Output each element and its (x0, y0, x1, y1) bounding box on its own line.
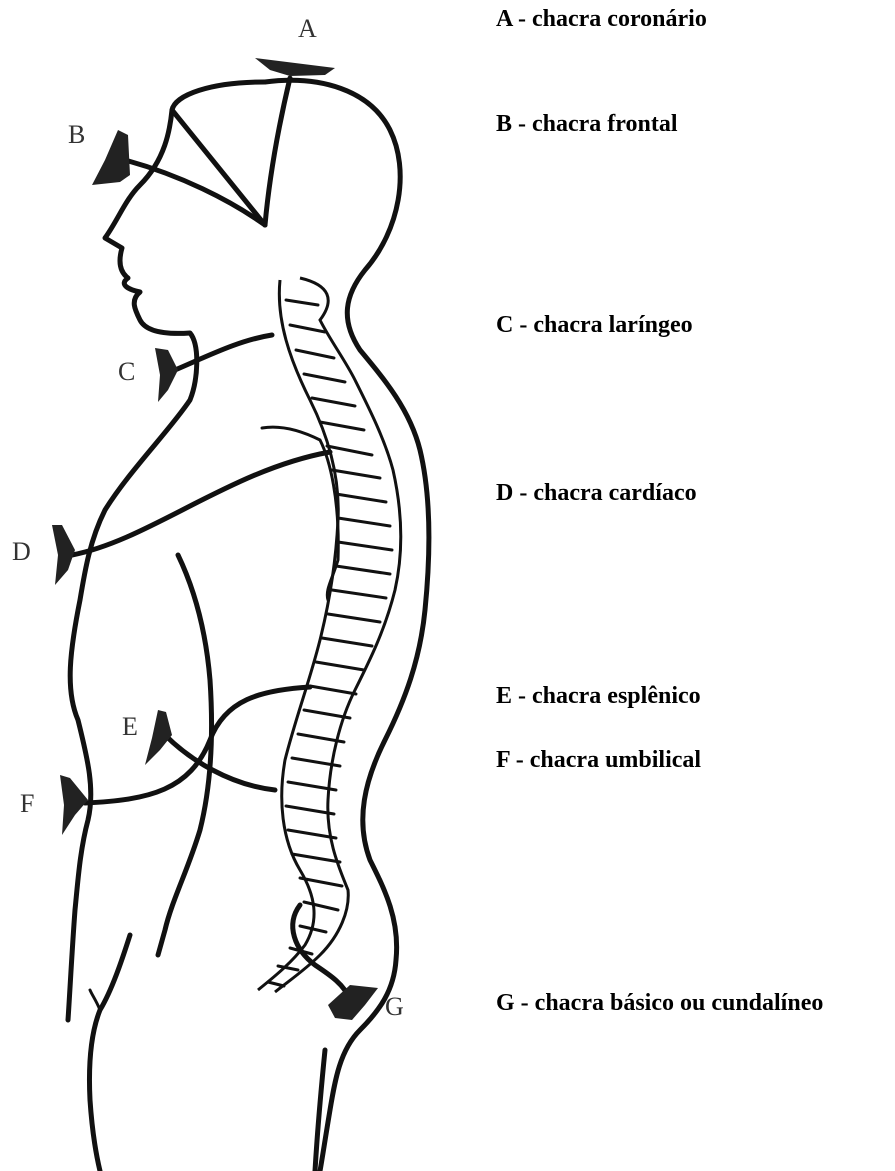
legend-item-e: E - chacra esplênico (496, 683, 701, 710)
legend-item-a: A - chacra coronário (496, 6, 707, 33)
marker-c: C (118, 357, 135, 386)
body-front-outline (68, 82, 265, 1020)
chakra-g-icon (328, 985, 378, 1020)
marker-b: B (68, 120, 85, 149)
line-b-head (172, 110, 265, 225)
legend-item-b: B - chacra frontal (496, 111, 678, 138)
legend-item-c: C - chacra laríngeo (496, 312, 693, 339)
line-f (85, 687, 310, 803)
leg-line (89, 935, 130, 1171)
chakra-e-icon (145, 710, 172, 765)
marker-a: A (298, 14, 317, 43)
marker-e: E (122, 712, 138, 741)
legend-item-d: D - chacra cardíaco (496, 480, 697, 507)
chakra-a-icon (255, 58, 335, 76)
legend-item-f: F - chacra umbilical (496, 747, 701, 774)
chakra-c-icon (155, 348, 178, 402)
marker-g: G (385, 992, 404, 1021)
line-c (175, 335, 272, 370)
line-a (265, 78, 290, 225)
chakra-d-icon (52, 525, 75, 585)
leg-split-line (90, 990, 100, 1010)
chakra-b-icon (92, 130, 130, 185)
chakra-body-diagram: A B C D E F G (0, 0, 480, 1171)
marker-f: F (20, 789, 34, 818)
line-b (125, 160, 265, 225)
marker-d: D (12, 537, 31, 566)
legend-item-g: G - chacra básico ou cundalíneo (496, 990, 823, 1017)
vertebra-marks (268, 300, 392, 986)
